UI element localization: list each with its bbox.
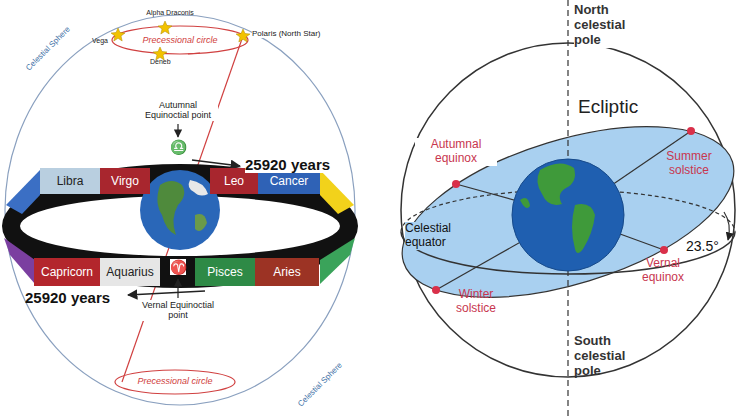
precession-arrow [192,160,240,166]
zodiac-symbol: ♎ [170,139,186,155]
season-label: Vernal equinox [632,257,694,285]
star-name: Polaris (North Star) [252,29,342,38]
band-segment [320,238,355,284]
pole-label: South celestial pole [574,334,640,379]
zodiac-segment: Aries [255,258,319,286]
precession-arrow [128,291,205,295]
precessional-circle [115,370,235,394]
pole-label: North celestial pole [574,3,640,48]
zodiac-segment: Capricorn [34,258,100,286]
zodiac-symbol: ♈ [170,259,186,275]
zodiac-name: Leo [224,174,244,188]
zodiac-segment: Pisces [195,258,255,286]
angle-label: 23.5° [686,238,730,254]
period-label: 25920 years [25,289,125,306]
band-segment [4,238,35,284]
season-label: Summer solstice [658,150,720,178]
star-name: Vega [92,37,122,45]
zodiac-name: Capricorn [41,265,93,279]
star-name: Deneb [150,58,180,66]
plane-label: Celestial equator [405,222,471,250]
zodiac-segment: Virgo [100,168,150,194]
precession-arrow [188,53,200,54]
zodiac-band [2,164,358,288]
plane-label: Ecliptic [578,96,668,118]
zodiac-segment: Aquarius [100,258,160,286]
stars [111,21,250,60]
precessional-circle [112,26,248,54]
zodiac-name: Libra [57,174,84,188]
ecliptic-plane [382,93,738,331]
circle-label: Precessional circle [133,376,217,386]
celestial-sphere [5,15,355,405]
band-segment [320,170,354,214]
sphere-label: Celestial Sphere [16,17,79,80]
earth [140,170,220,250]
season-label: Winter solstice [448,288,504,316]
angle-arc [724,212,729,240]
band-segment [6,170,40,214]
zodiac-name: Virgo [111,174,139,188]
point-label: Vernal Equinoctial point [138,300,218,321]
earth [512,159,624,271]
zodiac-name: Cancer [270,174,309,188]
period-label: 25920 years [245,156,345,173]
zodiac-segment: Libra [40,168,100,194]
sphere-label: Celestial Sphere [288,353,351,416]
circle-label: Precessional circle [135,35,225,45]
pointer-arrow [177,124,178,137]
pointer-arrow [177,279,178,298]
zodiac-name: Aries [273,265,300,279]
earth-axis [122,36,243,382]
zodiac-name: Pisces [207,265,242,279]
point-label: Autumnal Equinoctial point [138,100,218,121]
star-name: Alpha Draconis [140,9,200,17]
zodiac-name: Aquarius [106,265,153,279]
season-label: Autumnal equinox [415,138,497,166]
